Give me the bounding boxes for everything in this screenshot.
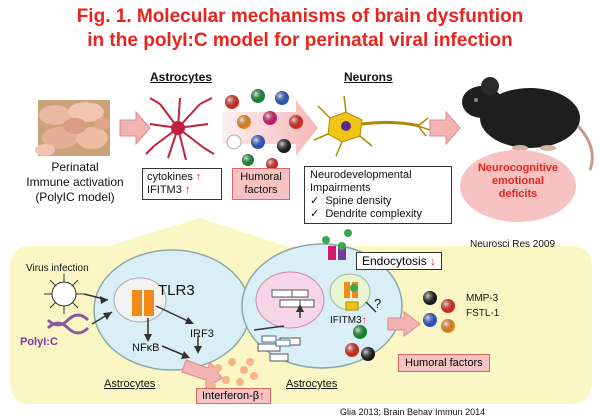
deficits-label: Neurocognitive emotional deficits bbox=[462, 162, 574, 201]
ifitm3-bottom: IFITM3↑ bbox=[330, 314, 367, 327]
ref-neurosci: Neurosci Res 2009 bbox=[470, 239, 556, 250]
irf3-label: IRF3 bbox=[190, 328, 214, 340]
humoral-factors-box: Humoral factors bbox=[232, 168, 290, 200]
neuron-cell-top bbox=[313, 95, 431, 157]
perinatal-line-2: Immune activation bbox=[26, 175, 124, 189]
question-mark: ? bbox=[374, 296, 382, 311]
ifitm3-row: IFITM3 ↑ bbox=[147, 184, 217, 197]
humoral-top-line-2: factors bbox=[244, 184, 278, 196]
ifitm3-block bbox=[345, 301, 359, 311]
title-line-2: in the polyI:C model for perinatal viral… bbox=[87, 30, 513, 51]
neurons-header: Neurons bbox=[344, 70, 393, 84]
deficits-line-3: deficits bbox=[498, 188, 538, 200]
astrocyte-cell-top bbox=[145, 97, 215, 161]
deficits-line-1: Neurocognitive bbox=[477, 162, 559, 174]
arrow-1 bbox=[119, 110, 151, 146]
humoral-balls-top bbox=[225, 89, 303, 170]
neuro-line-1: Neurodevelopmental bbox=[310, 169, 412, 181]
neuro-item-2: ✓ Dendrite complexity bbox=[310, 208, 446, 221]
membrane-receptor bbox=[328, 246, 336, 260]
mouse-illustration bbox=[462, 77, 594, 171]
ifitm3-top-up-arrow: ↑ bbox=[184, 184, 191, 196]
astrocytes-bottom-right: Astrocytes bbox=[286, 378, 338, 390]
title-line-1: Fig. 1. Molecular mechanisms of brain dy… bbox=[76, 6, 524, 27]
perinatal-line-1: Perinatal bbox=[51, 160, 99, 174]
interferon-up-arrow: ↑ bbox=[259, 390, 265, 402]
humoral-arrow-bottom bbox=[387, 311, 421, 337]
ifitm3-bottom-up-arrow: ↑ bbox=[361, 315, 367, 326]
cytokines-row: cytokines ↑ bbox=[147, 171, 217, 184]
perinatal-label: Perinatal Immune activation (PolyIC mode… bbox=[20, 160, 130, 205]
astro-cytokines-box: cytokines ↑ IFITM3 ↑ bbox=[142, 168, 222, 200]
polyic-label: PolyI:C bbox=[20, 336, 58, 348]
perinatal-line-3: (PolyIC model) bbox=[35, 190, 115, 204]
ifitm3-bottom-label: IFITM3 bbox=[330, 315, 362, 326]
tlr3-label: TLR3 bbox=[158, 282, 195, 299]
check-icon: ✓ bbox=[310, 195, 320, 207]
nfkb-label: NFκB bbox=[132, 342, 160, 354]
neuro-line-2: Impairments bbox=[310, 182, 371, 194]
astrocytes-bottom-left: Astrocytes bbox=[104, 378, 156, 390]
endocytosis-label: Endocytosis bbox=[362, 254, 427, 268]
humoral-balls-bottom bbox=[345, 291, 455, 361]
ifitm3-top-label: IFITM3 bbox=[147, 184, 182, 196]
virus-infection-label: Virus infection bbox=[26, 263, 89, 274]
dendrite-complexity-label: Dendrite complexity bbox=[325, 208, 422, 220]
mmp3-label: MMP-3 bbox=[466, 293, 499, 304]
deficits-line-2: emotional bbox=[492, 175, 544, 187]
fstl1-label: FSTL-1 bbox=[466, 308, 500, 319]
neurodevelopmental-box: Neurodevelopmental Impairments ✓ Spine d… bbox=[304, 166, 452, 224]
interferon-label: Interferon-β bbox=[202, 390, 260, 402]
endocytosis-balls bbox=[322, 229, 358, 292]
cytokines-up-arrow: ↑ bbox=[195, 171, 202, 183]
deficits-blob bbox=[460, 150, 576, 222]
interferon-box: Interferon-β↑ bbox=[196, 388, 271, 404]
astrocytes-header: Astrocytes bbox=[150, 70, 213, 84]
callout-triangle bbox=[108, 218, 286, 246]
ref-glia: Glia 2013; Brain Behav Immun 2014 bbox=[340, 407, 486, 417]
mice-pups-photo bbox=[35, 100, 110, 156]
endocytosis-box: Endocytosis ↓ bbox=[356, 252, 443, 270]
cytokines-label: cytokines bbox=[147, 171, 193, 183]
check-icon: ✓ bbox=[310, 208, 320, 220]
endocytosis-down-arrow: ↓ bbox=[430, 254, 437, 268]
humoral-top-line-1: Humoral bbox=[240, 171, 282, 183]
humoral-factors-bottom-box: Humoral factors bbox=[398, 354, 490, 372]
arrow-3 bbox=[429, 110, 461, 146]
neuro-item-1: ✓ Spine density bbox=[310, 195, 446, 208]
tlr3-receptor bbox=[132, 290, 142, 316]
spine-density-label: Spine density bbox=[325, 195, 392, 207]
virus-icon bbox=[44, 274, 84, 314]
humoral-arrow-top bbox=[222, 100, 318, 156]
